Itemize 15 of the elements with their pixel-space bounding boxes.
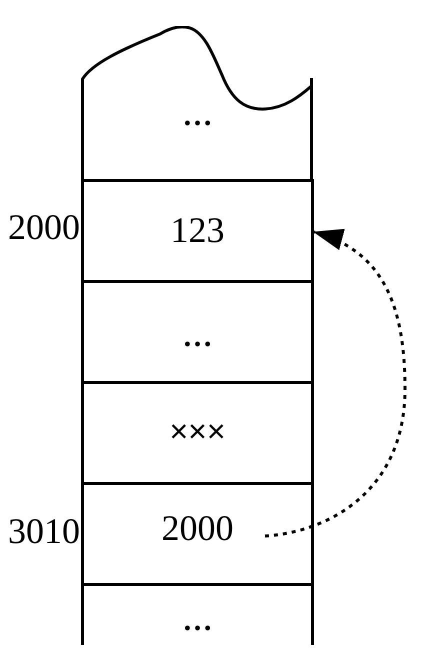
memory-cell	[81, 381, 314, 485]
memory-cell	[81, 583, 314, 645]
cell-value: 123	[170, 210, 224, 250]
cell-value: 2000	[162, 508, 234, 548]
memory-cell	[81, 26, 314, 182]
memory-cell	[81, 280, 314, 384]
address-label: 2000	[8, 207, 80, 247]
cell-value: ×××	[169, 412, 226, 451]
cell-value: …	[182, 319, 212, 355]
memory-cell	[81, 482, 314, 586]
address-label: 3010	[8, 511, 80, 551]
pointer-arrow	[264, 230, 406, 538]
cell-value: …	[182, 98, 212, 134]
memory-cell	[81, 179, 314, 283]
cell-value: …	[182, 603, 212, 639]
